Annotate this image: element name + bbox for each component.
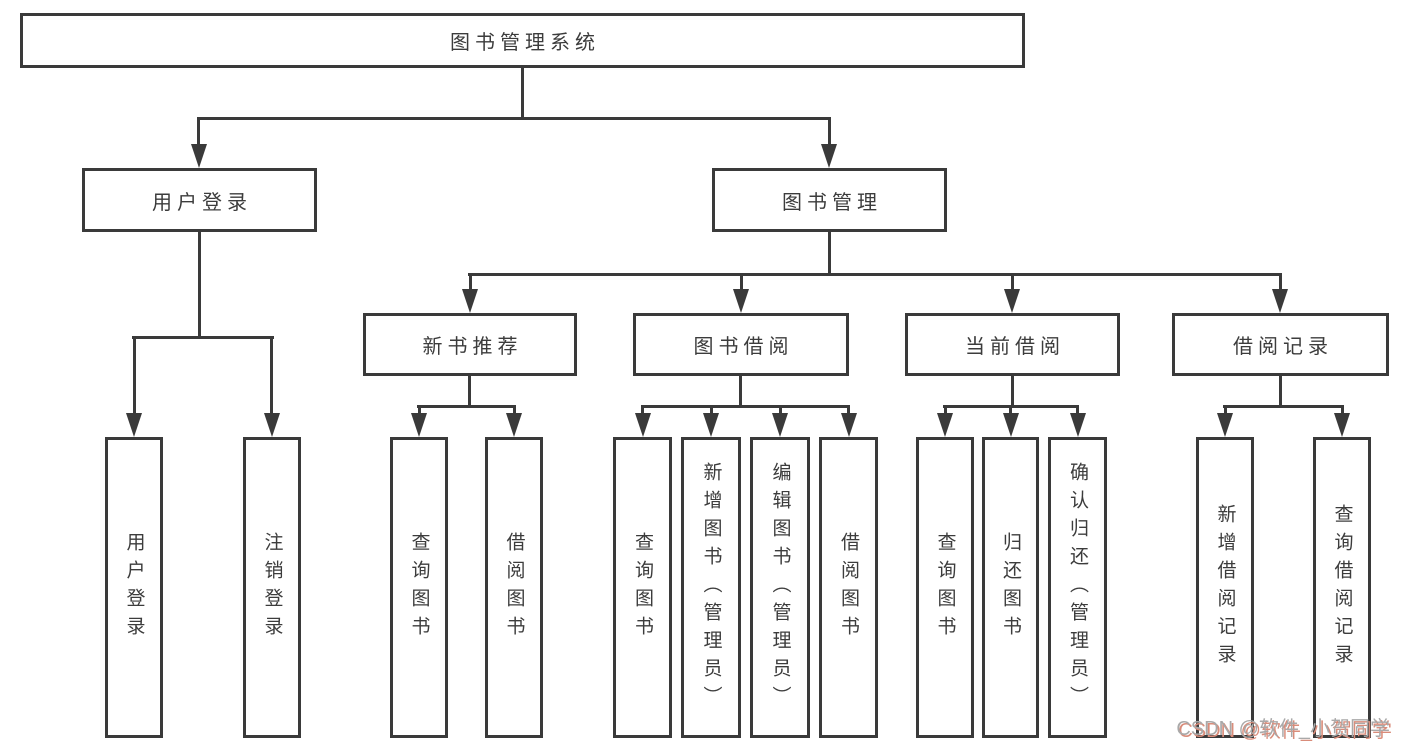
csdn-watermark: CSDN @软件_小贺同学 [1176,718,1390,740]
connector-new-book-rec-rail [417,405,516,408]
connector-drop [710,405,713,413]
connector-root-stem [521,68,524,117]
arrowhead [1070,413,1086,437]
leaf-label: 归还图书 [1000,531,1021,644]
node-label: 借阅记录 [1233,336,1333,358]
arrowhead-user-login [191,144,207,168]
arrowhead-book-mgmt [821,144,837,168]
node-book-borrowing: 图书借阅 [633,313,849,376]
leaf-query-books-borrowing: 查询图书 [613,437,672,738]
node-label: 图书管理 [782,191,882,214]
connector-drop [847,405,850,413]
node-label: 当前借阅 [965,336,1065,358]
connector-new-book-rec-stem [468,376,471,405]
connector-drop-borrow-records [1279,273,1282,289]
connector-book-borrow-rail [641,405,850,408]
arrowhead [703,413,719,437]
arrowhead-leaf-user-login [126,413,142,437]
connector-current-borrow-stem [1011,376,1014,405]
arrowhead-book-borrow [733,289,749,313]
connector-drop-new-book-rec [469,273,472,289]
connector-drop [779,405,782,413]
connector-drop [1009,405,1012,413]
connector-drop-book-mgmt [828,117,831,144]
arrowhead-borrow-records [1272,289,1288,313]
node-label: 图书借阅 [693,336,794,358]
arrowhead [411,413,427,437]
leaf-confirm-return-admin: 确认归还（管理员） [1048,437,1107,738]
arrowhead-new-book-rec [462,289,478,313]
arrowhead [506,413,522,437]
leaf-logout: 注销登录 [243,437,301,738]
arrowhead [635,413,651,437]
connector-drop-user-login [197,117,200,144]
arrowhead [1334,413,1350,437]
connector-drop [1341,405,1344,413]
connector-borrow-records-rail [1223,405,1343,408]
connector-book-mgmt-stem [828,232,831,273]
arrowhead [1217,413,1233,437]
connector-book-mgmt-rail [468,273,1282,276]
arrowhead [937,413,953,437]
leaf-label: 借阅图书 [838,531,859,644]
connector-drop [1076,405,1079,413]
arrowhead [1003,413,1019,437]
arrowhead-leaf-logout [264,413,280,437]
leaf-label: 查询图书 [934,531,956,644]
node-borrowing-records: 借阅记录 [1172,313,1389,376]
connector-drop [418,405,421,413]
leaf-add-books-admin: 新增图书（管理员） [681,437,741,738]
node-library-management-system: 图书管理系统 [20,13,1025,68]
connector-drop-book-borrow [740,273,743,289]
connector-drop [944,405,947,413]
node-current-borrowing: 当前借阅 [905,313,1120,376]
leaf-label: 查询借阅记录 [1331,503,1353,672]
leaf-label: 注销登录 [261,531,283,644]
arrowhead-current-borrow [1004,289,1020,313]
node-label: 用户登录 [152,191,252,214]
connector-drop [641,405,644,413]
leaf-label: 编辑图书（管理员） [769,461,791,714]
leaf-label: 借阅图书 [503,531,525,644]
connector-drop-leaf-user-login [133,336,136,413]
node-label: 图书管理系统 [450,32,600,54]
leaf-add-borrow-record: 新增借阅记录 [1196,437,1254,738]
leaf-return-books: 归还图书 [982,437,1039,738]
connector-drop-current-borrow [1011,273,1014,289]
connector-borrow-records-stem [1279,376,1282,405]
node-user-login: 用户登录 [82,168,317,232]
leaf-label: 用户登录 [123,531,145,644]
leaf-label: 新增图书（管理员） [700,461,722,714]
connector-book-borrow-stem [739,376,742,405]
node-label: 新书推荐 [422,336,523,358]
leaf-label: 确认归还（管理员） [1067,461,1088,714]
leaf-label: 新增借阅记录 [1214,503,1236,672]
leaf-query-books-recommend: 查询图书 [390,437,448,738]
leaf-user-login: 用户登录 [105,437,163,738]
arrowhead [841,413,857,437]
leaf-query-books-current: 查询图书 [916,437,974,738]
node-book-management: 图书管理 [712,168,947,232]
connector-drop [1224,405,1227,413]
connector-drop-leaf-logout [270,336,273,413]
connector-user-login-stem [198,232,201,336]
leaf-edit-books-admin: 编辑图书（管理员） [750,437,810,738]
connector-drop [513,405,516,413]
leaf-borrow-books-borrowing: 借阅图书 [819,437,878,738]
connector-root-rail [197,117,831,120]
node-new-book-recommend: 新书推荐 [363,313,577,376]
arrowhead [772,413,788,437]
leaf-query-borrow-record: 查询借阅记录 [1313,437,1371,738]
leaf-label: 查询图书 [632,531,653,644]
connector-user-login-rail [132,336,274,339]
leaf-label: 查询图书 [408,531,430,644]
leaf-borrow-books-recommend: 借阅图书 [485,437,543,738]
